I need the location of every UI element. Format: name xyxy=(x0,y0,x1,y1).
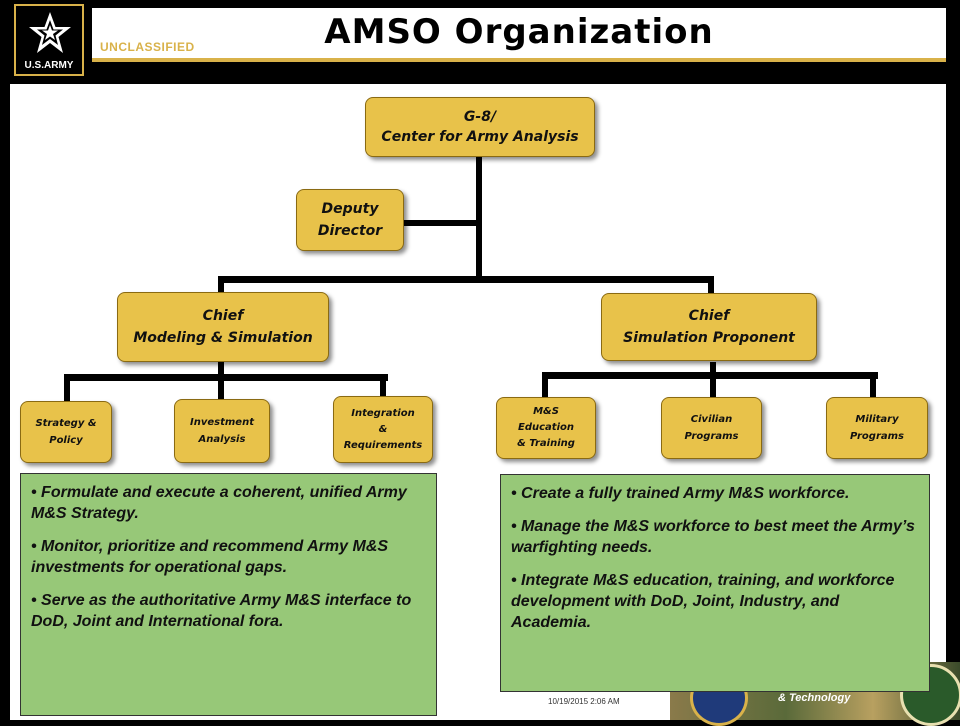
org-box-investment-line2: Analysis xyxy=(198,434,246,445)
org-box-g8-line2: Center for Army Analysis xyxy=(381,129,579,145)
org-box-chief-simulation-proponent: Chief Simulation Proponent xyxy=(601,293,817,361)
right-bullet-1: • Create a fully trained Army M&S workfo… xyxy=(511,485,850,502)
right-responsibilities-panel: • Create a fully trained Army M&S workfo… xyxy=(500,474,930,692)
connector-top-trunk xyxy=(476,156,482,280)
org-box-ms-education-training: M&S Education & Training xyxy=(496,397,596,459)
left-bullet-2: • Monitor, prioritize and recommend Army… xyxy=(31,538,389,576)
org-box-education-line3: & Training xyxy=(517,438,575,449)
left-bullet-3: • Serve as the authoritative Army M&S in… xyxy=(31,592,412,630)
org-box-civilian-line2: Programs xyxy=(684,431,739,442)
org-box-chief-modeling-simulation: Chief Modeling & Simulation xyxy=(117,292,329,362)
org-box-investment-analysis: Investment Analysis xyxy=(174,399,270,463)
connector-right-unit-2 xyxy=(710,372,716,398)
org-box-g8: G-8/ Center for Army Analysis xyxy=(365,97,595,157)
org-box-integration-line1: Integration xyxy=(351,407,415,419)
org-box-strategy-policy: Strategy & Policy xyxy=(20,401,112,463)
connector-left-unit-1 xyxy=(64,374,70,402)
connector-left-drop xyxy=(218,276,224,294)
org-box-deputy-line2: Director xyxy=(317,223,383,239)
connector-left-unit-3 xyxy=(380,374,386,398)
title-bar: AMSO Organization xyxy=(92,8,946,62)
org-box-strategy-line2: Policy xyxy=(49,435,83,446)
org-box-military-programs: Military Programs xyxy=(826,397,928,459)
connector-left-trunk xyxy=(218,362,224,378)
org-box-deputy-director: Deputy Director xyxy=(296,189,404,251)
connector-left-horizontal xyxy=(64,374,388,381)
org-box-g8-line1: G-8/ xyxy=(463,109,497,125)
connector-right-trunk xyxy=(710,362,716,376)
org-box-integration-line3: Requirements xyxy=(343,439,423,451)
org-box-chief-left-line1: Chief xyxy=(202,308,244,324)
connector-right-drop xyxy=(708,276,714,294)
page-title: AMSO Organization xyxy=(324,12,714,52)
connector-left-unit-2 xyxy=(218,374,224,402)
org-box-military-line2: Programs xyxy=(849,431,905,442)
army-logo: U.S.ARMY xyxy=(14,4,84,76)
connector-right-unit-1 xyxy=(542,372,548,398)
connector-right-unit-3 xyxy=(870,372,876,398)
org-box-civilian-programs: Civilian Programs xyxy=(661,397,762,459)
org-box-chief-right-line1: Chief xyxy=(688,308,730,324)
org-box-chief-right-line2: Simulation Proponent xyxy=(623,330,795,346)
right-bullet-2: • Manage the M&S workforce to best meet … xyxy=(511,518,915,556)
left-bullet-1: • Formulate and execute a coherent, unif… xyxy=(31,484,407,522)
org-box-education-line2: Education xyxy=(518,422,574,433)
org-box-military-line1: Military xyxy=(855,414,899,425)
star-icon xyxy=(29,12,71,53)
org-box-integration-requirements: Integration & Requirements xyxy=(333,396,433,463)
org-box-education-line1: M&S xyxy=(533,406,559,417)
left-responsibilities-panel: • Formulate and execute a coherent, unif… xyxy=(20,473,437,716)
footer-date: 10/19/2015 2:06 AM xyxy=(548,697,620,706)
logo-text: U.S.ARMY xyxy=(24,60,74,71)
connector-deputy xyxy=(404,220,480,226)
org-box-investment-line1: Investment xyxy=(190,417,254,428)
right-bullet-3: • Integrate M&S education, training, and… xyxy=(511,572,895,631)
org-box-integration-line2: & xyxy=(378,423,388,435)
org-box-chief-left-line2: Modeling & Simulation xyxy=(133,330,313,346)
header-bar: U.S.ARMY AMSO Organization UNCLASSIFIED xyxy=(0,0,960,84)
corner-banner-text: & Technology xyxy=(778,692,851,704)
connector-main-horizontal xyxy=(218,276,714,283)
org-box-deputy-line1: Deputy xyxy=(321,201,379,217)
org-box-civilian-line1: Civilian xyxy=(690,414,733,425)
classification-label: UNCLASSIFIED xyxy=(100,40,195,54)
org-box-strategy-line1: Strategy & xyxy=(35,418,97,429)
